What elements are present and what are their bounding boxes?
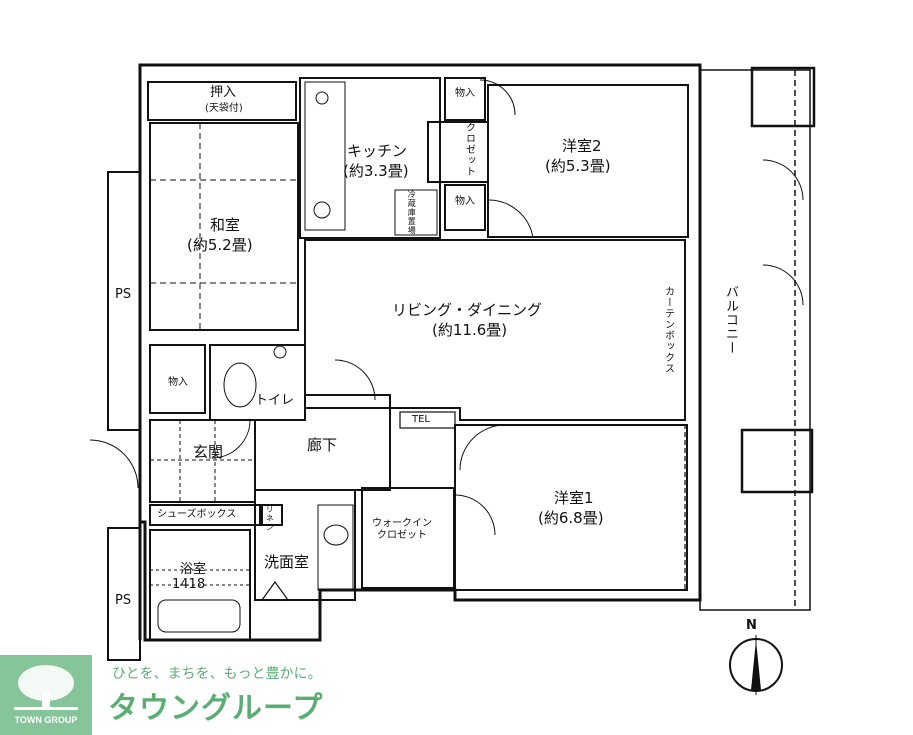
- logo-caption: TOWN GROUP: [14, 715, 78, 725]
- oshiire-label: 押入: [210, 85, 237, 100]
- balcony-label: バルコニー: [722, 285, 738, 355]
- inner-walls: [147, 77, 689, 641]
- mono-entry-label: 物入: [168, 377, 188, 388]
- closet-label: クロゼット: [463, 122, 475, 177]
- living-size: (約11.6畳): [432, 321, 508, 339]
- ps-bottom-label: PS: [115, 593, 132, 608]
- ps-shafts: [107, 171, 141, 661]
- door-swings: [89, 79, 804, 536]
- yoshitsu2-size: (約5.3畳): [545, 157, 611, 175]
- walkin-label: ウォークイン クロゼット: [372, 518, 432, 541]
- rouka-label: 廊下: [307, 436, 338, 454]
- balcony: [699, 66, 816, 611]
- yoshitsu2-label: 洋室2: [562, 137, 602, 155]
- bath-size: 1418: [172, 577, 206, 592]
- fridge-label: 冷蔵庫置場: [407, 190, 417, 235]
- outer-walls: [138, 63, 702, 642]
- brand-name: タウングループ: [108, 691, 324, 726]
- bath-label: 浴室: [180, 562, 207, 577]
- oshiire-note: (天袋付): [205, 103, 243, 114]
- shoebox-label: シューズボックス: [157, 509, 237, 520]
- yoshitsu1-label: 洋室1: [554, 489, 594, 507]
- brand-slogan: ひとを、まちを、もっと豊かに。: [112, 666, 322, 682]
- compass: [729, 635, 783, 695]
- tel-label: TEL: [412, 414, 430, 425]
- tree-icon: [14, 665, 78, 710]
- compass-north-label: N: [746, 618, 757, 633]
- washitsu-label: 和室: [210, 216, 241, 234]
- genkan-label: 玄関: [193, 443, 224, 461]
- living-label: リビング・ダイニング: [392, 301, 543, 319]
- brand-logo: [0, 655, 92, 735]
- ps-top-label: PS: [115, 287, 132, 302]
- linen-label: リネン: [265, 505, 275, 532]
- mono-top-label: 物入: [455, 88, 475, 99]
- kitchen-size: (約3.3畳): [343, 162, 409, 180]
- mono-mid-label: 物入: [455, 196, 475, 207]
- senmen-label: 洗面室: [264, 553, 310, 571]
- washitsu-size: (約5.2畳): [187, 236, 253, 254]
- yoshitsu1-size: (約6.8畳): [538, 509, 604, 527]
- kitchen-label: キッチン: [347, 142, 408, 160]
- curtain-box-label: カーテンボックス: [662, 286, 674, 374]
- toilet-label: トイレ: [255, 393, 295, 408]
